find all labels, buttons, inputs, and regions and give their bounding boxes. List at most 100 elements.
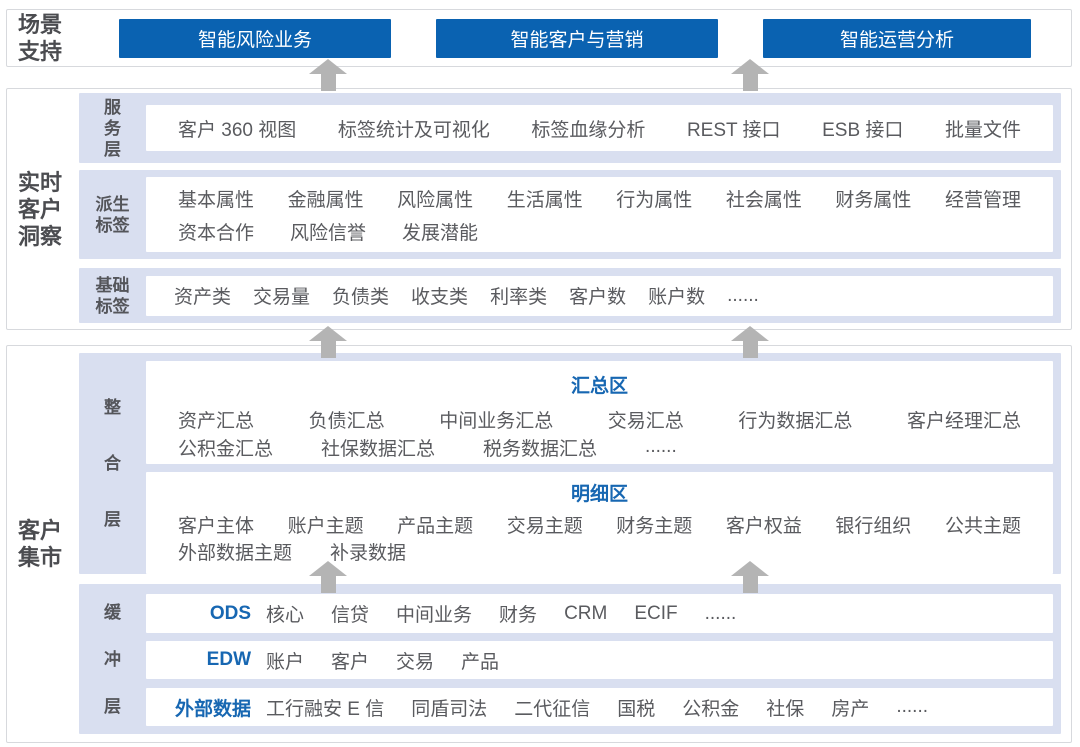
arrow-up-icon <box>309 59 347 91</box>
edw-row: EDW 账户客户交易产品 <box>146 641 1053 679</box>
edw-item: 客户 <box>331 651 370 673</box>
summary-zone-title: 汇总区 <box>570 376 628 397</box>
external-data-item: 工行融安 E 信 <box>266 698 385 720</box>
derived-tags-label: 派生 标签 <box>95 194 130 235</box>
derived-tags-row2: 资本合作 风险信誉 发展潜能 <box>146 218 1053 245</box>
service-item: ESB 接口 <box>822 119 904 141</box>
derived-tag: 社会属性 <box>725 189 802 211</box>
external-data-label: 外部数据 <box>174 698 251 720</box>
derived-tag: 经营管理 <box>944 189 1021 211</box>
arrow-up-icon <box>731 326 769 358</box>
derived-tags-band: 派生 标签 基本属性金融属性风险属性生活属性行为属性社会属性财务属性经营管理 资… <box>79 170 1061 259</box>
basic-tag: 资产类 <box>174 287 232 308</box>
detail-zone-box: 明细区 客户主体账户主题产品主题交易主题财务主题客户权益银行组织公共主题 外部数… <box>146 471 1053 574</box>
ods-item: ...... <box>704 602 737 624</box>
summary-row1: 资产汇总负债汇总中间业务汇总交易汇总行为数据汇总客户经理汇总 <box>146 406 1053 432</box>
external-data-item: 房产 <box>831 698 870 720</box>
basic-tag: 账户数 <box>648 287 706 308</box>
summary-item: 行为数据汇总 <box>738 410 853 432</box>
ods-item: CRM <box>564 602 608 624</box>
integration-layer-label: 整 合 层 <box>104 397 121 529</box>
basic-tag: 收支类 <box>411 287 469 308</box>
ods-item: 中间业务 <box>396 605 473 626</box>
derived-tag: 资本合作 <box>178 222 255 244</box>
basic-tags-band: 基础 标签 资产类交易量负债类收支类利率类客户数账户数...... <box>79 268 1061 323</box>
mart-content: 整 合 层 汇总区 资产汇总负债汇总中间业务汇总交易汇总行为数据汇总客户经理汇总… <box>73 346 1071 742</box>
summary-item: ...... <box>645 436 677 457</box>
ods-label: ODS <box>209 602 251 624</box>
edw-item: 账户 <box>266 651 305 673</box>
derived-tag: 基本属性 <box>178 189 255 211</box>
ods-row: ODS 核心 信贷 中间业务 财务 CRM ECIF...... <box>146 594 1053 633</box>
basic-tags-label: 基础 标签 <box>95 275 130 316</box>
basic-tag: ...... <box>727 284 759 306</box>
integration-layer-band: 整 合 层 汇总区 资产汇总负债汇总中间业务汇总交易汇总行为数据汇总客户经理汇总… <box>79 353 1061 574</box>
arrow-up-icon <box>731 59 769 91</box>
ods-item: ECIF <box>634 602 678 624</box>
basic-tags-items: 资产类交易量负债类收支类利率类客户数账户数...... <box>146 275 1053 316</box>
derived-tag: 发展潜能 <box>402 222 479 244</box>
summary-item: 中间业务汇总 <box>439 410 554 432</box>
edw-item: 产品 <box>461 651 500 673</box>
summary-row2: 公积金汇总社保数据汇总税务数据汇总...... <box>146 432 1053 462</box>
derived-tag: 风险属性 <box>397 189 474 211</box>
summary-item: 负债汇总 <box>308 410 385 432</box>
summary-item: 社保数据汇总 <box>321 438 436 460</box>
basic-tag: 交易量 <box>253 287 311 308</box>
external-data-item: 二代征信 <box>514 698 591 720</box>
operation-analysis-button[interactable]: 智能运营分析 <box>763 19 1031 58</box>
summary-item: 客户经理汇总 <box>906 410 1021 432</box>
basic-tag: 客户数 <box>569 287 627 308</box>
customer-insight-label: 实时 客户 洞察 <box>17 169 62 249</box>
summary-item: 交易汇总 <box>607 410 684 432</box>
ods-item: 核心 <box>266 605 305 626</box>
ods-item: 信贷 <box>331 605 370 626</box>
ods-item: 财务 <box>499 605 538 626</box>
detail-item: 账户主题 <box>287 516 364 537</box>
derived-tag: 风险信誉 <box>290 222 367 244</box>
derived-tag: 生活属性 <box>506 189 583 211</box>
risk-business-button[interactable]: 智能风险业务 <box>119 19 391 58</box>
customer-marketing-button[interactable]: 智能客户与营销 <box>436 19 718 58</box>
external-data-item: 社保 <box>766 698 805 720</box>
arrow-up-icon <box>731 561 769 593</box>
detail-item: 交易主题 <box>506 516 583 537</box>
edw-items: 账户 客户 交易 产品 <box>266 647 499 674</box>
derived-tags-row1: 基本属性金融属性风险属性生活属性行为属性社会属性财务属性经营管理 <box>146 185 1053 212</box>
derived-tags-box: 基本属性金融属性风险属性生活属性行为属性社会属性财务属性经营管理 资本合作风险信… <box>146 177 1053 252</box>
detail-item: 银行组织 <box>835 516 912 537</box>
summary-item: 税务数据汇总 <box>483 438 598 460</box>
ods-items: 核心 信贷 中间业务 财务 CRM ECIF...... <box>266 600 736 627</box>
integration-boxes: 汇总区 资产汇总负债汇总中间业务汇总交易汇总行为数据汇总客户经理汇总 公积金汇总… <box>146 353 1061 574</box>
arrow-up-icon <box>309 561 347 593</box>
external-data-item: 国税 <box>617 698 656 720</box>
scenario-support-section: 场景 支持 智能风险业务 智能客户与营销 智能运营分析 <box>6 9 1072 67</box>
detail-row1: 客户主体账户主题产品主题交易主题财务主题客户权益银行组织公共主题 <box>146 512 1053 538</box>
detail-item: 补录数据 <box>330 543 407 564</box>
service-item: 标签血缘分析 <box>531 119 646 141</box>
detail-item: 客户权益 <box>725 516 802 537</box>
basic-tag: 负债类 <box>332 287 390 308</box>
buffer-layer-label: 缓 冲 层 <box>104 602 121 716</box>
edw-item: 交易 <box>396 651 435 673</box>
detail-row2: 外部数据主题补录数据 <box>146 538 1053 566</box>
summary-zone-box: 汇总区 资产汇总负债汇总中间业务汇总交易汇总行为数据汇总客户经理汇总 公积金汇总… <box>146 361 1053 464</box>
external-data-item: ...... <box>896 696 929 717</box>
customer-mart-section: 客户 集市 整 合 层 汇总区 资产汇总负债汇总中间业务汇总交易汇总行为数据汇总… <box>6 345 1072 743</box>
service-item: 批量文件 <box>944 119 1021 141</box>
service-layer-label: 服 务 层 <box>104 97 121 159</box>
arrow-up-icon <box>309 326 347 358</box>
derived-tag: 财务属性 <box>835 189 912 211</box>
customer-mart-label: 客户 集市 <box>17 518 62 570</box>
scenario-support-label: 场景 支持 <box>17 12 62 64</box>
external-data-item: 同盾司法 <box>411 698 488 720</box>
external-data-item: 公积金 <box>682 698 740 720</box>
detail-item: 财务主题 <box>616 516 693 537</box>
